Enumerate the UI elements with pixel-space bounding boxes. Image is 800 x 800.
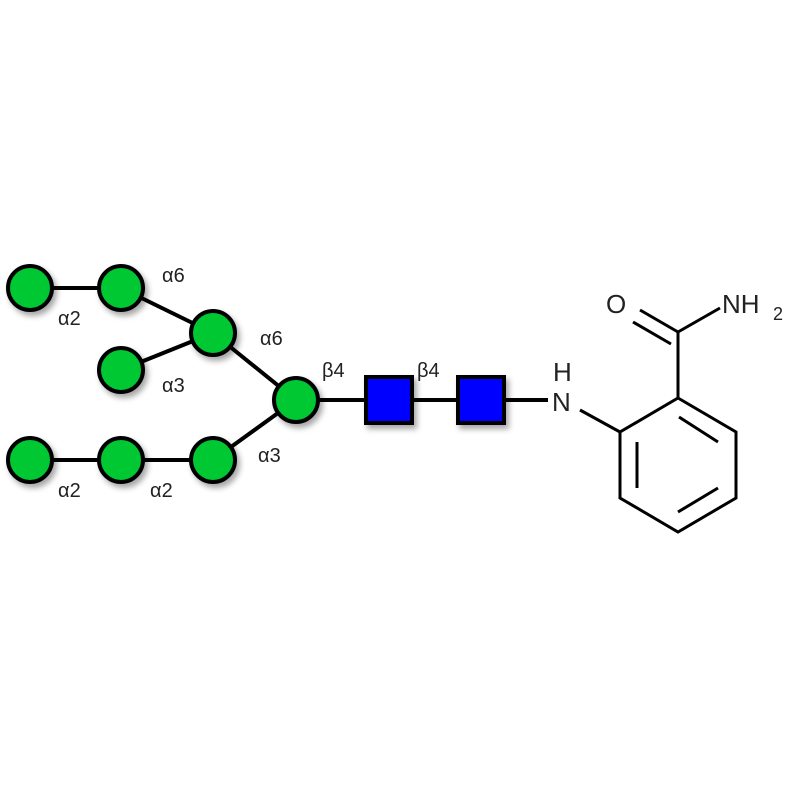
glcnac-square <box>364 375 414 425</box>
mannose-circle <box>6 436 54 484</box>
linkage-label: α2 <box>150 480 173 502</box>
amine-subscript: 2 <box>773 304 783 324</box>
linkage-label: α6 <box>162 265 185 287</box>
linkage-label: α3 <box>162 375 185 397</box>
oxygen-atom: O <box>606 289 626 319</box>
mannose-circle <box>272 376 320 424</box>
mannose-circle <box>97 436 145 484</box>
mannose-circle <box>97 346 145 394</box>
mannose-circle <box>97 264 145 312</box>
linkage-label: α2 <box>58 308 81 330</box>
ring-double-bond <box>678 415 719 444</box>
c-n-bond <box>677 306 721 334</box>
ring-double-bond <box>677 486 719 514</box>
c-o-double-bond <box>639 308 679 334</box>
c-o-double-bond <box>632 320 672 346</box>
hydrogen-atom: H <box>553 357 572 387</box>
linkage-label: β4 <box>417 360 440 382</box>
mannose-circle <box>189 436 237 484</box>
glcnac-square <box>456 375 506 425</box>
mannose-circle <box>189 309 237 357</box>
amine-group: NH <box>722 289 760 319</box>
linkage-label: β4 <box>322 360 345 382</box>
nitrogen-atom: N <box>552 387 571 417</box>
linkage-label: α6 <box>260 328 283 350</box>
linkage-label: α2 <box>58 480 81 502</box>
linkage-label: α3 <box>258 445 281 467</box>
n-ring-bond <box>579 408 621 434</box>
benzene-ring <box>618 396 738 534</box>
mannose-circle <box>6 264 54 312</box>
anthranilamide <box>579 306 738 534</box>
